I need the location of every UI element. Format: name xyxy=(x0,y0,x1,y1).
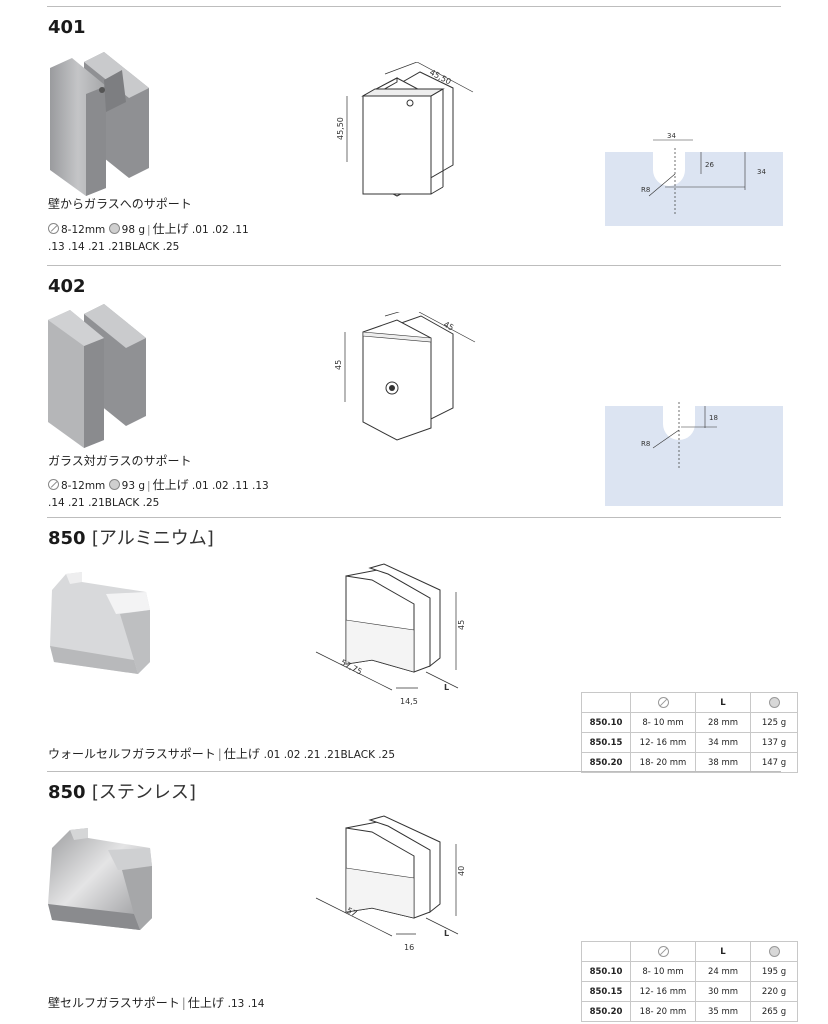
technical-drawing-850-stainless: 57 40 16 L xyxy=(315,815,466,952)
product-description-401: 壁からガラスへのサポート xyxy=(48,197,192,211)
glass-thickness-icon xyxy=(48,223,59,234)
dim-height-402: 45 xyxy=(335,360,343,370)
glass-thickness-icon xyxy=(657,697,669,708)
product-description-850-aluminium: ウォールセルフガラスサポート|仕上げ .01 .02 .21 .21BLACK … xyxy=(48,747,396,761)
weight-icon xyxy=(768,946,780,957)
product-spec-402: 8-12mm 93 g|仕上げ .01 .02 .11 .13 .14 .21 … xyxy=(48,478,269,509)
product-photo-402 xyxy=(48,304,146,448)
table-header-row: L xyxy=(581,941,798,962)
product-code-401: 401 xyxy=(48,17,86,38)
glass-thickness-icon xyxy=(48,479,59,490)
dim-height-850-aluminium: 45 xyxy=(457,620,466,630)
product-code-402: 402 xyxy=(48,276,86,297)
section-divider xyxy=(47,771,781,772)
section-divider xyxy=(47,265,781,266)
cutout-total-401: 34 xyxy=(757,168,766,176)
product-spec-401: 8-12mm 98 g|仕上げ .01 .02 .11 .13 .14 .21 … xyxy=(48,222,249,253)
section-divider xyxy=(47,517,781,518)
product-description-402: ガラス対ガラスのサポート xyxy=(48,454,192,468)
dim-l-850-stainless: L xyxy=(444,929,449,938)
product-photo-401 xyxy=(50,52,149,196)
table-header-row: L xyxy=(581,692,798,713)
glass-thickness-icon xyxy=(657,946,669,957)
weight-icon xyxy=(108,223,120,234)
technical-drawing-850-aluminium: 57,75 45 14,5 L xyxy=(315,563,466,706)
product-photo-850-aluminium xyxy=(50,572,150,674)
dim-height-850-stainless: 40 xyxy=(457,866,466,876)
technical-drawing-401: 45,50 45,50 xyxy=(336,62,474,197)
cutout-depth-402: 18 xyxy=(709,414,718,422)
cutout-diagram-401: 34 26 34 R8 xyxy=(605,132,783,226)
dim-width-402: 45 xyxy=(442,320,455,333)
dim-height-401: 45,50 xyxy=(336,117,345,140)
product-description-850-stainless: 壁セルフガラスサポート|仕上げ .13 .14 xyxy=(48,996,265,1010)
weight-icon xyxy=(108,479,120,490)
technical-drawing-402: 45 45 xyxy=(335,312,476,441)
dim-l-850-aluminium: L xyxy=(444,683,449,692)
cutout-radius-401: R8 xyxy=(641,186,650,194)
weight-icon xyxy=(768,697,780,708)
dim-base-850-stainless: 16 xyxy=(404,943,414,952)
dim-base-850-aluminium: 14,5 xyxy=(400,697,418,706)
cutout-diagram-402: 18 R8 xyxy=(605,402,783,506)
dim-length-850-stainless: 57 xyxy=(345,906,358,919)
product-code-850-aluminium: 850 [アルミニウム] xyxy=(48,528,214,549)
cutout-width-401: 34 xyxy=(667,132,676,140)
cutout-radius-402: R8 xyxy=(641,440,650,448)
cutout-depth-401: 26 xyxy=(705,161,714,169)
product-code-850-stainless: 850 [ステンレス] xyxy=(48,782,196,803)
product-photo-850-stainless xyxy=(48,828,152,930)
section-divider xyxy=(47,6,781,7)
